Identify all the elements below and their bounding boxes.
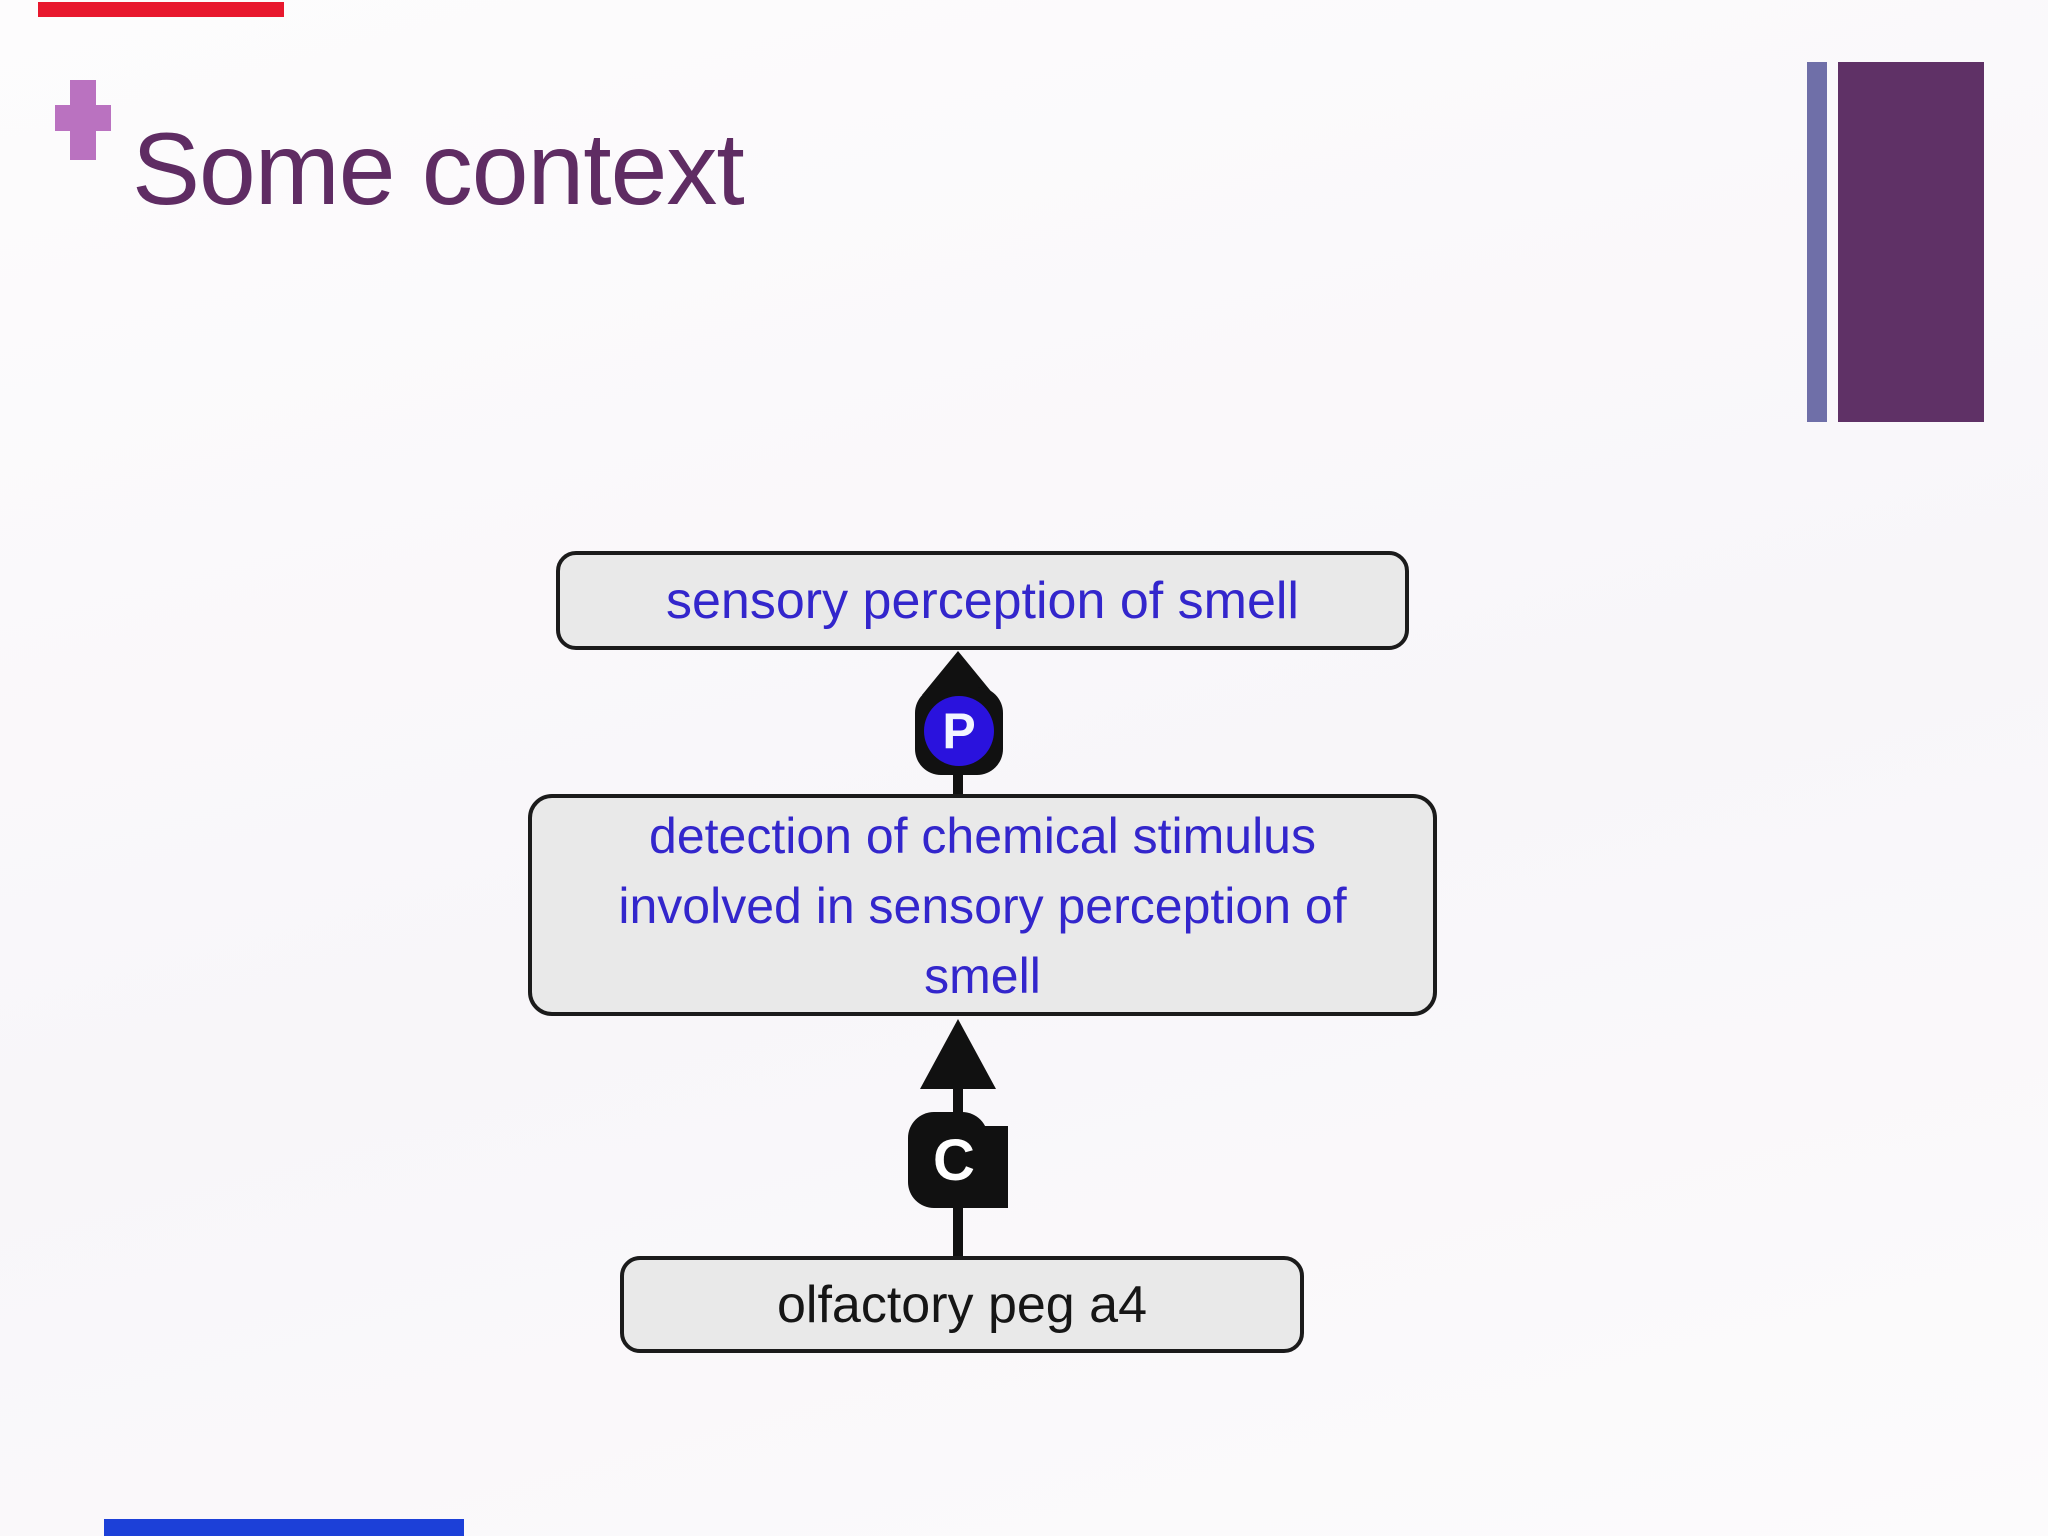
top-edge-red-bar	[38, 2, 284, 17]
node-detection-of-chemical-stimulus: detection of chemical stimulus involved …	[528, 794, 1437, 1016]
relation-badge-p: P	[915, 687, 1003, 775]
arrowhead-up-icon	[920, 1019, 996, 1089]
relation-c-square-shape	[960, 1126, 1008, 1208]
node-label-line: involved in sensory perception of	[618, 878, 1347, 934]
connector-line	[953, 1086, 963, 1116]
page-title: Some context	[132, 112, 745, 226]
relation-letter: C	[933, 1127, 975, 1193]
connector-line	[953, 1204, 963, 1260]
relation-badge-c: C	[908, 1112, 1008, 1208]
bottom-edge-blue-bar	[104, 1519, 464, 1536]
node-label: olfactory peg a4	[776, 1275, 1148, 1334]
node-label-line: smell	[924, 948, 1041, 1004]
right-accent-thin-bar	[1807, 62, 1827, 422]
node-label: sensory perception of smell	[666, 571, 1299, 630]
right-accent-wide-bar	[1838, 62, 1984, 422]
relation-p-circle: P	[924, 696, 994, 766]
node-olfactory-peg-a4: olfactory peg a4	[620, 1256, 1304, 1353]
connector-line	[953, 768, 963, 798]
node-label-line: detection of chemical stimulus	[649, 808, 1316, 864]
plus-icon-horizontal-arm	[55, 105, 111, 131]
plus-icon	[55, 80, 111, 160]
relation-letter: P	[942, 703, 976, 759]
node-sensory-perception-of-smell: sensory perception of smell	[556, 551, 1409, 650]
